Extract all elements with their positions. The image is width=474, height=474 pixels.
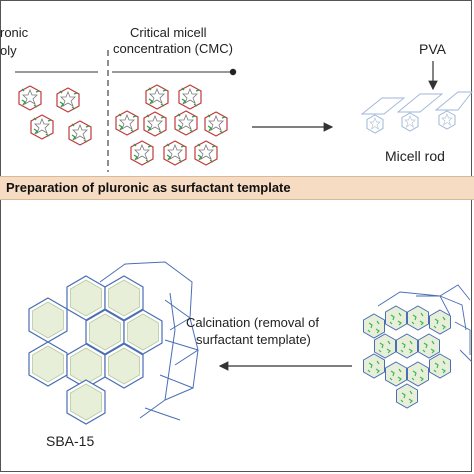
sba15-label: SBA-15: [46, 433, 94, 449]
cmc-label-line2: concentration (CMC): [113, 41, 233, 56]
micell-rod-label: Micell rod: [385, 148, 445, 164]
micelle-unit: [174, 110, 198, 136]
silica-pore: [28, 297, 68, 343]
micelle-unit: [204, 111, 228, 137]
templated-pore: [395, 333, 419, 359]
pluronic-label-line1: ronic: [0, 25, 29, 40]
micelle-unit: [115, 110, 139, 136]
templated-pore: [395, 383, 419, 409]
cmc-endpoint-dot: [229, 68, 237, 76]
templated-pore: [384, 305, 408, 331]
micelle-unit: [163, 140, 187, 166]
templated-pore: [373, 333, 397, 359]
micelle-unit: [178, 84, 202, 110]
micell-rod: [366, 114, 384, 134]
micell-rod: [401, 112, 419, 132]
micell-rod: [438, 110, 456, 130]
micelle-unit: [143, 111, 167, 137]
micelle-unit: [68, 120, 92, 146]
templated-pore: [362, 313, 386, 339]
silica-pore: [66, 379, 106, 425]
micell-rod-group: [360, 91, 473, 134]
section-banner: Preparation of pluronic as surfactant te…: [0, 176, 474, 200]
micelle-cluster: [115, 84, 228, 166]
micelle-unit: [194, 140, 218, 166]
silica-pore: [28, 341, 68, 387]
micelle-unit: [56, 87, 80, 113]
calcination-label-line2: surfactant template): [196, 332, 311, 347]
templated-pore: [428, 353, 452, 379]
templated-hex-array: [362, 284, 473, 409]
templated-pore: [362, 353, 386, 379]
templated-pore: [428, 309, 452, 335]
unimer-group: [18, 85, 92, 146]
micelle-unit: [130, 140, 154, 166]
pva-label: PVA: [419, 41, 447, 57]
banner-title: Preparation of pluronic as surfactant te…: [6, 180, 291, 195]
templated-pore: [384, 361, 408, 387]
micelle-unit: [30, 114, 54, 140]
pluronic-label-line2: oly: [0, 43, 17, 58]
cmc-label-line1: Critical micell: [130, 25, 207, 40]
templated-pore: [417, 333, 441, 359]
templated-pore: [406, 305, 430, 331]
micelle-unit: [18, 85, 42, 111]
calcination-label-line1: Calcination (removal of: [186, 315, 319, 330]
sba15-structure: [28, 261, 199, 425]
micelle-unit: [145, 84, 169, 110]
templated-pore: [406, 361, 430, 387]
